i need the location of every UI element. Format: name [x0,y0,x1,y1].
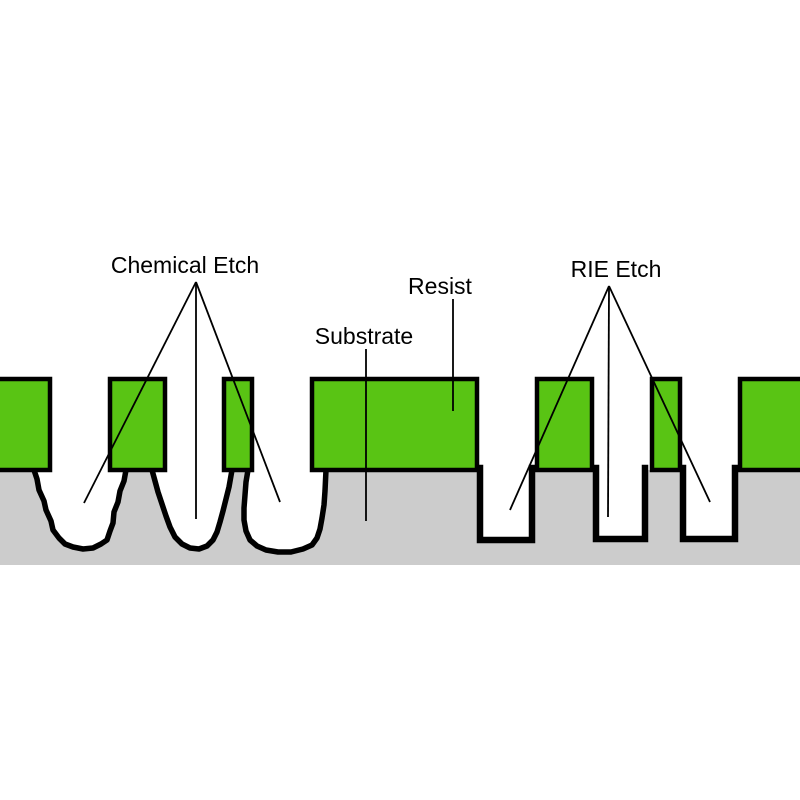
rie-trench-3 [679,464,739,543]
substrate-label: Substrate [315,323,413,349]
rie-etch-pointer-left [509,285,610,511]
rie-etch-label: RIE Etch [571,256,662,282]
chemical-cavity-3 [241,467,329,555]
chemical-cavity-2 [149,467,235,552]
resist-block-2 [107,376,168,473]
chemical-etch-pointer-left [83,281,197,504]
rie-trench-2 [592,464,649,543]
resist-block-4 [309,376,480,473]
resist-block-7 [737,376,800,473]
substrate-layer [0,470,800,565]
rie-trench-1 [476,464,536,544]
chemical-etch-label: Chemical Etch [111,252,259,278]
resist-block-1 [0,376,53,473]
resist-label: Resist [408,273,473,299]
resist-block-5 [534,376,595,473]
rie-etch-pointer-center [607,285,610,518]
rie-etch-pointer-right [608,285,711,503]
chemical-cavity-1 [31,467,129,552]
chemical-etch-pointer-right [195,281,281,503]
resist-block-6 [649,376,683,473]
